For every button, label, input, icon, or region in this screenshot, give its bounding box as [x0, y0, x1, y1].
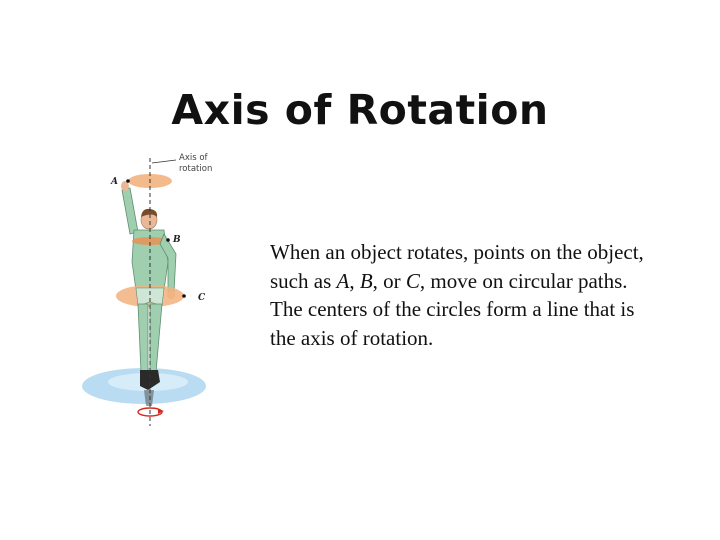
rotation-illustration: A B C Axis of rotation [78, 150, 228, 430]
raised-arm [122, 188, 138, 234]
body-point-a: A [337, 269, 350, 293]
point-b-dot [166, 238, 170, 242]
axis-label-line2: rotation [179, 164, 212, 174]
body-text: When an object rotates, points on the ob… [270, 238, 650, 352]
point-b-label: B [172, 235, 181, 245]
body-point-c: C [406, 269, 420, 293]
skater-rotation-figure: A B C Axis of rotation [78, 150, 228, 430]
axis-label-line1: Axis of [179, 153, 209, 163]
axis-label-leader [152, 160, 176, 163]
point-a-label: A [110, 177, 118, 187]
slide-title: Axis of Rotation [0, 86, 720, 134]
body-text-segment: , [349, 269, 360, 293]
body-point-b: B [360, 269, 373, 293]
left-leg [138, 304, 148, 372]
point-a-dot [126, 179, 130, 183]
right-leg [150, 304, 162, 372]
point-c-dot [182, 294, 186, 298]
point-c-label: C [198, 293, 206, 303]
body-text-segment: , or [373, 269, 406, 293]
